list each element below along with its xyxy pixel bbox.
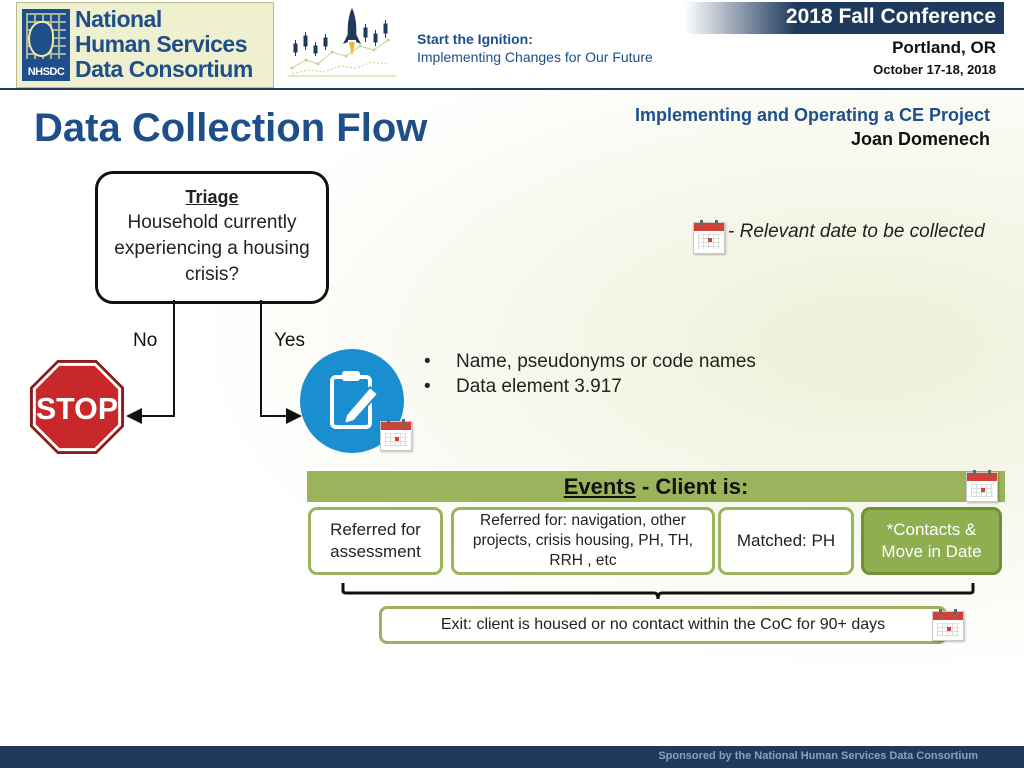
bullet-item: Name, pseudonyms or code names (424, 349, 756, 374)
event-box-referred-assessment: Referred for assessment (308, 507, 443, 575)
logo-line-3: Data Consortium (75, 56, 253, 82)
slide-title: Data Collection Flow (34, 106, 428, 150)
event-box-referred-for: Referred for: navigation, other projects… (451, 507, 715, 575)
calendar-icon (693, 220, 725, 254)
clipboard-pencil-icon (300, 349, 404, 453)
logo-text: National Human Services Data Consortium (75, 7, 253, 82)
triage-question: Household currently experiencing a housi… (114, 212, 310, 285)
legend-text: - Relevant date to be collected (728, 221, 985, 242)
triage-heading: Triage (185, 187, 239, 207)
logo-emblem: NHSDC (22, 9, 70, 81)
no-branch-arrow (126, 300, 175, 424)
stop-sign-icon: STOP (29, 359, 125, 455)
logo-line-2: Human Services (75, 31, 247, 57)
rocket-icon (343, 8, 361, 56)
yes-branch-arrow (260, 300, 302, 424)
session-title: Implementing and Operating a CE Project (634, 105, 990, 125)
yes-label: Yes (274, 330, 305, 351)
conference-banner (684, 2, 1004, 34)
triage-box: Triage Household currently experiencing … (95, 171, 329, 304)
nhsdc-logo: NHSDC National Human Services Data Conso… (16, 2, 274, 88)
calendar-icon (380, 419, 412, 451)
events-brace (341, 583, 975, 600)
header-banner: NHSDC National Human Services Data Conso… (0, 0, 1024, 90)
events-title-rest: - Client is: (635, 474, 749, 499)
conference-dates: October 17-18, 2018 (873, 62, 996, 77)
logo-line-1: National (75, 6, 162, 32)
footer-bar: Sponsored by the National Human Services… (0, 746, 1024, 768)
event-box-matched-ph: Matched: PH (718, 507, 854, 575)
stop-sign-text: STOP (36, 392, 118, 426)
events-header-bar: Events - Client is: (307, 471, 1005, 502)
bullet-item: Data element 3.917 (424, 374, 756, 399)
events-title: Events - Client is: (307, 474, 1005, 500)
rocket-chart-graphic (288, 8, 396, 77)
tagline-line-1: Start the Ignition: (417, 31, 533, 47)
calendar-icon (932, 609, 964, 641)
conference-city: Portland, OR (892, 38, 996, 57)
conference-title: 2018 Fall Conference (785, 5, 996, 28)
calendar-icon (966, 470, 998, 502)
session-info: Implementing and Operating a CE Project … (635, 103, 990, 151)
exit-box: Exit: client is housed or no contact wit… (379, 606, 947, 644)
conference-tagline: Start the Ignition: Implementing Changes… (417, 30, 653, 66)
event-box-contacts-move-in: *Contacts & Move in Date (861, 507, 1002, 575)
footer-sponsor-text: Sponsored by the National Human Services… (658, 750, 978, 762)
no-label: No (133, 330, 158, 351)
exit-text: Exit: client is housed or no contact wit… (440, 616, 886, 633)
events-title-keyword: Events (563, 474, 636, 499)
data-bullets: Name, pseudonyms or code names Data elem… (424, 349, 756, 399)
presenter-name: Joan Domenech (850, 129, 990, 149)
tagline-line-2: Implementing Changes for Our Future (417, 49, 653, 65)
logo-abbr: NHSDC (27, 66, 65, 78)
